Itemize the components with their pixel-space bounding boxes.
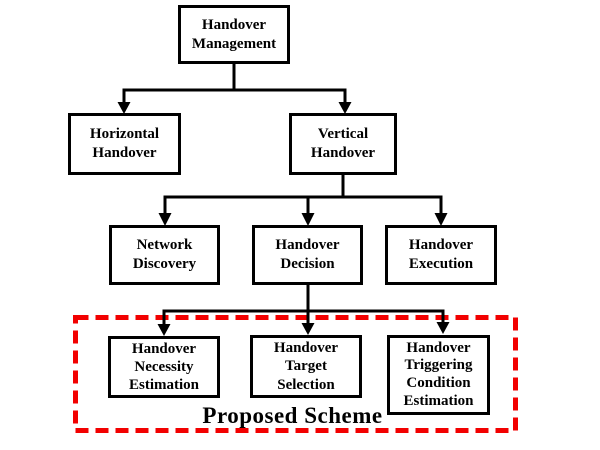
node-vertical-handover: Vertical Handover [289,113,397,175]
node-handover-target-selection: Handover Target Selection [250,335,362,398]
arrowhead-triggering [436,322,450,334]
arrowhead-necessity [157,324,171,336]
arrowhead-horizontal [117,102,131,114]
arrowhead-discovery [158,213,172,226]
node-handover-necessity-estimation: Handover Necessity Estimation [108,336,220,398]
node-horizontal-handover: Horizontal Handover [68,113,181,175]
node-handover-triggering-condition-estimation: Handover Triggering Condition Estimation [387,335,490,415]
arrowhead-target [301,323,315,335]
node-handover-management: Handover Management [178,5,290,64]
proposed-scheme-label: Proposed Scheme [202,403,383,428]
arrowhead-execution [434,213,448,226]
node-handover-decision: Handover Decision [252,225,363,285]
node-handover-execution: Handover Execution [385,225,497,285]
arrowhead-vertical [338,102,352,114]
proposed-scheme-boundary [73,315,518,433]
node-network-discovery: Network Discovery [109,225,220,285]
arrowhead-decision [301,213,315,226]
